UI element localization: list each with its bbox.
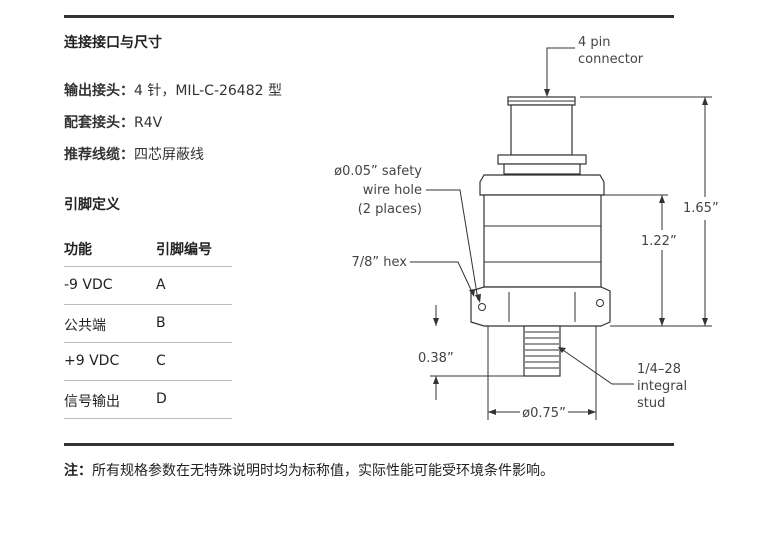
spec-value: R4V — [134, 115, 163, 131]
sensor-body — [483, 194, 602, 288]
label-stud-1: 1/4–28 — [637, 362, 681, 377]
label-stud-3: stud — [637, 396, 665, 411]
pin-definition-title: 引脚定义 — [64, 197, 120, 213]
footnote-text: 所有规格参数在无特殊说明时均为标称值，实际性能可能受环境条件影响。 — [92, 463, 554, 479]
arrow-icon — [702, 318, 708, 326]
pin-function: 公共端 — [64, 318, 106, 334]
label-dim-0-75: ø0.75” — [522, 406, 566, 421]
spec-recommended-cable: 推荐线缆：四芯屏蔽线 — [64, 144, 204, 164]
pin-function: +9 VDC — [64, 353, 120, 369]
label-hex: 7/8” hex — [352, 255, 408, 270]
label-safety-1: ø0.05” safety — [334, 164, 422, 179]
arrow-icon — [659, 318, 665, 326]
label-stud-2: integral — [637, 379, 687, 394]
bottom-rule — [64, 443, 674, 446]
section-title: 连接接口与尺寸 — [64, 35, 162, 51]
pin-number: C — [156, 353, 166, 369]
connector-body — [510, 104, 573, 156]
arrow-icon — [433, 318, 439, 326]
pin-table-header: 功能 引脚编号 — [64, 229, 232, 267]
hex-base — [470, 286, 611, 327]
header-pin-number: 引脚编号 — [156, 242, 212, 258]
connector-neck — [503, 163, 581, 175]
safety-hole-right — [596, 299, 604, 307]
label-connector-2: connector — [578, 52, 644, 67]
arrow-icon — [475, 294, 481, 303]
arrow-icon — [488, 409, 496, 415]
spec-label: 推荐线缆： — [64, 147, 134, 163]
table-row: +9 VDC C — [64, 343, 232, 381]
table-row: 信号输出 D — [64, 381, 232, 419]
spec-output-connector: 输出接头：4 针，MIL-C-26482 型 — [64, 80, 282, 100]
pin-number: D — [156, 391, 167, 407]
pin-function: 信号输出 — [64, 394, 120, 410]
pin-table: 功能 引脚编号 -9 VDC A 公共端 B +9 VDC C 信号输出 D — [64, 229, 232, 419]
spec-label: 配套接头： — [64, 115, 134, 131]
body-shoulder — [479, 174, 605, 196]
arrow-icon — [659, 195, 665, 203]
label-dim-1-22: 1.22” — [641, 234, 677, 249]
sensor-dimension-drawing: 4 pin connector ø0.05” safety wire hole … — [334, 35, 719, 421]
pin-number: A — [156, 277, 166, 293]
table-row: 公共端 B — [64, 305, 232, 343]
arrow-icon — [588, 409, 596, 415]
label-connector-1: 4 pin — [578, 35, 611, 50]
spec-value: 四芯屏蔽线 — [134, 147, 204, 163]
arrow-icon — [544, 89, 550, 97]
label-dim-1-65: 1.65” — [683, 201, 719, 216]
arrow-icon — [469, 289, 475, 297]
footnote-label: 注： — [64, 463, 92, 479]
arrow-icon — [433, 376, 439, 384]
pin-number: B — [156, 315, 166, 331]
pin-function: -9 VDC — [64, 277, 113, 293]
top-rule — [64, 15, 674, 18]
arrow-icon — [558, 347, 566, 353]
safety-hole-left — [478, 303, 486, 311]
table-row: -9 VDC A — [64, 267, 232, 305]
arrow-icon — [702, 97, 708, 105]
label-safety-3: (2 places) — [358, 202, 422, 217]
label-dim-0-38: 0.38” — [418, 351, 454, 366]
footnote: 注：所有规格参数在无特殊说明时均为标称值，实际性能可能受环境条件影响。 — [64, 460, 554, 480]
header-function: 功能 — [64, 242, 92, 258]
spec-label: 输出接头： — [64, 83, 134, 99]
spec-value: 4 针，MIL-C-26482 型 — [134, 83, 282, 99]
label-safety-2: wire hole — [363, 183, 422, 198]
spec-mating-connector: 配套接头：R4V — [64, 112, 162, 132]
connector-flange — [497, 154, 587, 165]
